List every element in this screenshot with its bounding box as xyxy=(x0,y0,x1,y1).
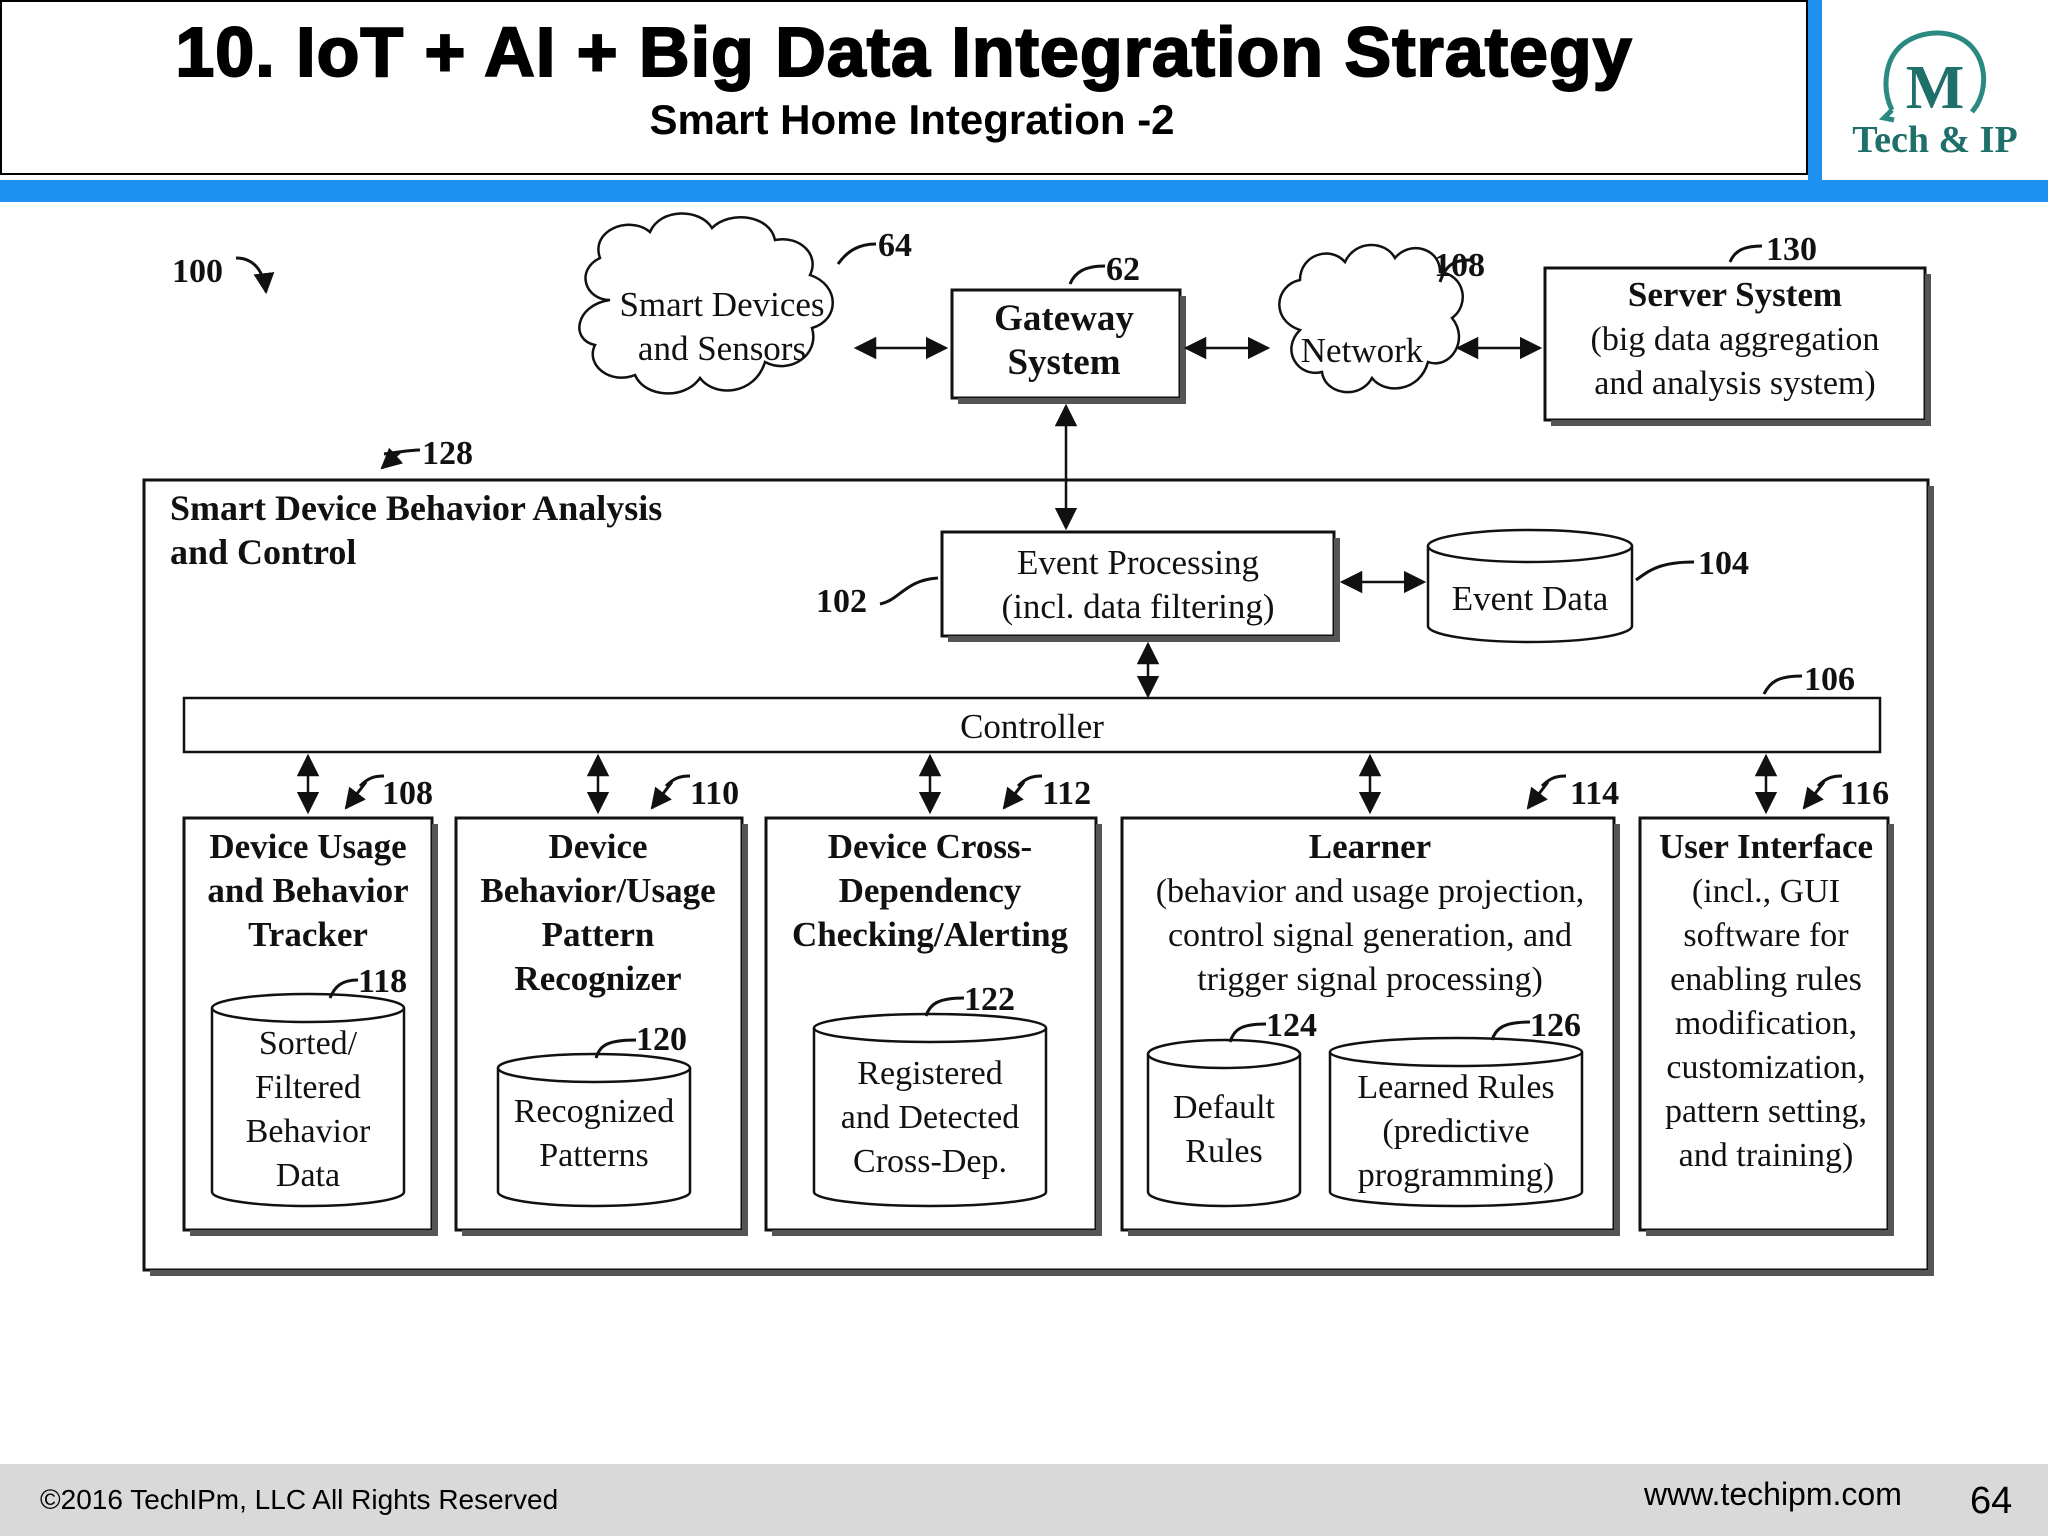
crossdep-ref: 112 xyxy=(1042,775,1091,812)
default-rules-ref: 124 xyxy=(1266,1007,1317,1044)
learner-ref: 114 xyxy=(1570,775,1619,812)
learner-line-1: (behavior and usage projection, xyxy=(1156,873,1585,910)
tracker-ref: 108 xyxy=(382,775,433,812)
container-ref-leader xyxy=(384,450,420,454)
default-rules-line-1: Default xyxy=(1173,1089,1276,1126)
figure-ref-100: 100 xyxy=(172,253,223,290)
container-ref: 128 xyxy=(422,435,473,472)
website-link[interactable]: www.techipm.com xyxy=(1644,1476,1902,1513)
crossdep-ref-leader xyxy=(1004,782,1024,808)
event-processing-line-1: Event Processing xyxy=(1017,543,1259,582)
ui-title: User Interface xyxy=(1659,827,1873,866)
server-line-2: (big data aggregation xyxy=(1591,321,1880,358)
event-processing-line-2: (incl. data filtering) xyxy=(1001,587,1274,626)
container-title-line-1: Smart Device Behavior Analysis xyxy=(170,488,662,528)
crossdep-db-line-3: Cross-Dep. xyxy=(853,1143,1007,1180)
recognizer-db-line-2: Patterns xyxy=(539,1137,649,1174)
copyright-text: ©2016 TechIPm, LLC All Rights Reserved xyxy=(40,1484,558,1516)
recognizer-ref-leader xyxy=(652,782,672,808)
learned-rules-ref: 126 xyxy=(1530,1007,1581,1044)
tracker-db-line-2: Filtered xyxy=(255,1069,361,1106)
learner-ref-leader xyxy=(1528,782,1548,808)
event-processing-ref-leader xyxy=(880,578,938,604)
ui-line-7: and training) xyxy=(1679,1137,1854,1174)
system-diagram: 100 Smart Devices and Sensors 64 Gateway… xyxy=(0,202,2048,1464)
learner-line-2: control signal generation, and xyxy=(1168,917,1572,954)
learned-rules-line-2: (predictive xyxy=(1382,1113,1529,1150)
network-ref: 108 xyxy=(1434,247,1485,284)
ui-ref: 116 xyxy=(1840,775,1889,812)
controller-ref-leader xyxy=(1764,676,1802,694)
slide-subtitle: Smart Home Integration -2 xyxy=(0,96,1824,144)
accent-bar-horizontal xyxy=(0,180,2048,202)
logo-text: Tech & IP xyxy=(1822,118,2048,162)
crossdep-db-line-1: Registered xyxy=(857,1055,1002,1092)
server-line-1: Server System xyxy=(1628,275,1842,314)
slide-title: 10. IoT + AI + Big Data Integration Stra… xyxy=(0,12,1808,92)
event-data-ref-leader xyxy=(1636,562,1694,580)
network-label: Network xyxy=(1301,331,1424,370)
tracker-line-1: Device Usage xyxy=(209,827,406,866)
event-data-ref: 104 xyxy=(1698,545,1749,582)
event-processing-ref: 102 xyxy=(816,583,867,620)
recognizer-db-cylinder xyxy=(498,1054,690,1206)
controller-ref: 106 xyxy=(1804,661,1855,698)
smart-devices-ref-leader xyxy=(838,244,876,264)
accent-bar-vertical xyxy=(1808,0,1822,202)
recognizer-line-1: Device xyxy=(548,827,647,866)
learned-rules-line-3: programming) xyxy=(1358,1157,1554,1194)
event-data-label: Event Data xyxy=(1452,579,1609,618)
tracker-db-line-1: Sorted/ xyxy=(259,1025,358,1062)
learner-title: Learner xyxy=(1309,827,1431,866)
page-number: 64 xyxy=(1970,1480,2012,1523)
tracker-ref-leader xyxy=(346,782,366,808)
ui-ref-leader xyxy=(1804,782,1824,808)
crossdep-line-1: Device Cross- xyxy=(828,827,1032,866)
server-ref-leader xyxy=(1730,246,1762,262)
recognizer-ref: 110 xyxy=(690,775,739,812)
recognizer-line-4: Recognizer xyxy=(514,959,681,998)
logo-letter: M xyxy=(1906,54,1965,122)
learned-rules-line-1: Learned Rules xyxy=(1357,1069,1554,1106)
ui-line-6: pattern setting, xyxy=(1665,1093,1867,1130)
smart-devices-line-2: and Sensors xyxy=(638,329,806,368)
smart-devices-ref: 64 xyxy=(878,227,912,264)
gateway-line-1: Gateway xyxy=(994,298,1134,339)
crossdep-db-line-2: and Detected xyxy=(841,1099,1019,1136)
gateway-ref-leader xyxy=(1070,266,1105,284)
gateway-line-2: System xyxy=(1007,342,1120,383)
crossdep-line-3: Checking/Alerting xyxy=(792,915,1069,954)
figure-ref-arrow xyxy=(236,258,266,292)
ui-line-4: modification, xyxy=(1675,1005,1857,1042)
recognizer-db-ref: 120 xyxy=(636,1021,687,1058)
controller-label: Controller xyxy=(960,707,1104,746)
gateway-ref: 62 xyxy=(1106,251,1140,288)
recognizer-db-line-1: Recognized xyxy=(514,1093,675,1130)
smart-devices-line-1: Smart Devices xyxy=(619,285,824,324)
learner-line-3: trigger signal processing) xyxy=(1197,961,1543,998)
ui-line-5: customization, xyxy=(1666,1049,1865,1086)
ui-line-3: enabling rules xyxy=(1670,961,1862,998)
recognizer-line-3: Pattern xyxy=(542,915,655,954)
tracker-db-line-3: Behavior xyxy=(246,1113,371,1150)
server-ref: 130 xyxy=(1766,231,1817,268)
crossdep-db-ref: 122 xyxy=(964,981,1015,1018)
tracker-db-line-4: Data xyxy=(276,1157,340,1194)
container-title-line-2: and Control xyxy=(170,532,356,572)
recognizer-line-2: Behavior/Usage xyxy=(480,871,715,910)
crossdep-line-2: Dependency xyxy=(839,871,1022,910)
tracker-line-2: and Behavior xyxy=(207,871,408,910)
default-rules-line-2: Rules xyxy=(1185,1133,1262,1170)
server-line-3: and analysis system) xyxy=(1594,365,1875,402)
tracker-line-3: Tracker xyxy=(248,915,368,954)
ui-line-1: (incl., GUI xyxy=(1692,873,1840,910)
tracker-db-ref: 118 xyxy=(358,963,407,1000)
ui-line-2: software for xyxy=(1683,917,1849,954)
